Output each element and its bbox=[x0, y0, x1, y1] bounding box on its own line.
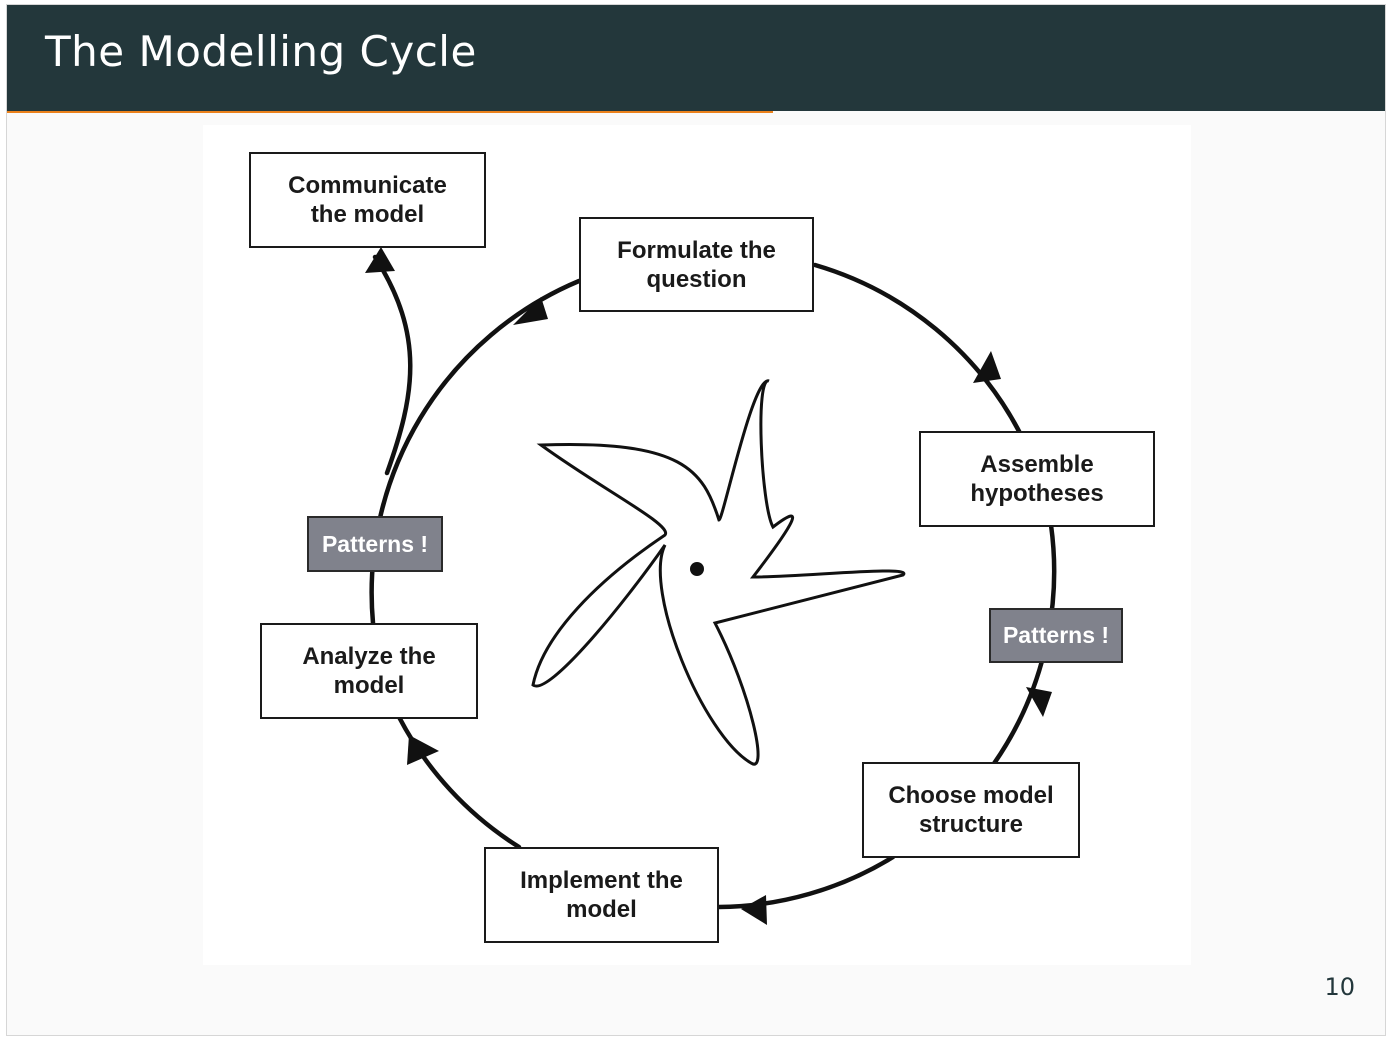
box-analyze-the-model: Analyze the model bbox=[260, 623, 478, 719]
slide-header: The Modelling Cycle bbox=[7, 5, 1385, 111]
arc-choose-to-implement bbox=[716, 854, 896, 910]
branch-to-communicate bbox=[372, 254, 413, 476]
arc-implement-to-analyze bbox=[396, 714, 522, 850]
starfish-shape bbox=[531, 379, 906, 766]
arrowhead-to-communicate bbox=[365, 247, 395, 273]
box-communicate-the-model: Communicate the model bbox=[249, 152, 486, 248]
patterns-label-left: Patterns ! bbox=[307, 516, 443, 572]
cycle-arrows bbox=[365, 247, 1057, 925]
slide: The Modelling Cycle bbox=[6, 4, 1386, 1036]
slide-title: The Modelling Cycle bbox=[45, 27, 477, 76]
arc-formulate-to-assemble bbox=[812, 262, 1024, 438]
arrowhead-to-choose bbox=[1026, 687, 1052, 717]
arrowhead-to-assemble bbox=[973, 351, 1001, 383]
progress-bar bbox=[7, 111, 773, 113]
page-number: 10 bbox=[1324, 973, 1355, 1001]
arrowhead-to-implement bbox=[741, 895, 767, 925]
box-formulate-the-question: Formulate the question bbox=[579, 217, 814, 312]
modelling-cycle-diagram: Communicate the model Formulate the ques… bbox=[203, 125, 1191, 965]
box-choose-model-structure: Choose model structure bbox=[862, 762, 1080, 858]
starfish-center-dot bbox=[690, 562, 704, 576]
arrowhead-to-formulate bbox=[513, 297, 548, 325]
arrowhead-to-analyze bbox=[407, 735, 439, 765]
patterns-label-right: Patterns ! bbox=[989, 608, 1123, 663]
box-assemble-hypotheses: Assemble hypotheses bbox=[919, 431, 1155, 527]
box-implement-the-model: Implement the model bbox=[484, 847, 719, 943]
